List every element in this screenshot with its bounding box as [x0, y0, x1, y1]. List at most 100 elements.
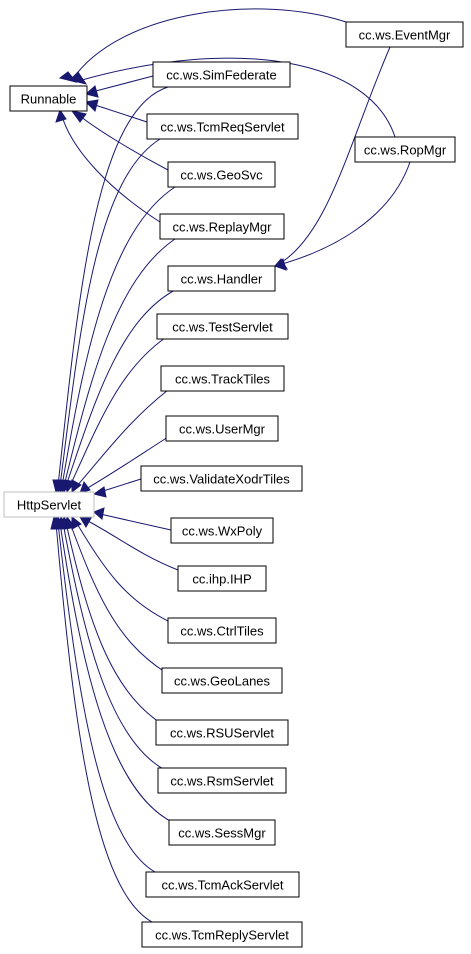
node-box[interactable]	[167, 161, 276, 188]
node-box[interactable]	[152, 61, 291, 88]
node-label: HttpServlet	[17, 498, 82, 513]
edge-line	[63, 238, 176, 487]
arrowhead-icon	[84, 99, 99, 112]
edge-line	[59, 138, 161, 487]
node-box[interactable]	[167, 617, 277, 644]
edge-line	[57, 86, 169, 487]
edges-layer	[50, 8, 411, 923]
edge-ihp-to-httpservlet	[79, 516, 179, 571]
edge-line	[69, 337, 166, 487]
node-box[interactable]	[156, 313, 289, 340]
node-box[interactable]	[160, 365, 285, 392]
node-tcmreplyservlet[interactable]: cc.ws.TcmReplyServlet	[141, 921, 303, 948]
node-box[interactable]	[159, 213, 285, 240]
node-sessmgr[interactable]: cc.ws.SessMgr	[168, 819, 276, 846]
node-label: cc.ws.ValidateXodrTiles	[153, 472, 290, 487]
node-testservlet[interactable]: cc.ws.TestServlet	[156, 313, 289, 340]
node-label: cc.ihp.IHP	[192, 572, 251, 587]
node-eventmgr[interactable]: cc.ws.EventMgr	[345, 21, 464, 48]
edge-line	[69, 522, 166, 673]
edge-line	[61, 186, 176, 487]
edge-line	[71, 8, 347, 81]
node-ihp[interactable]: cc.ihp.IHP	[177, 565, 267, 592]
node-replaymgr[interactable]: cc.ws.ReplayMgr	[159, 213, 285, 240]
node-ropmgr[interactable]: cc.ws.RopMgr	[354, 136, 456, 163]
node-box[interactable]	[177, 565, 267, 592]
node-validatexodrtiles[interactable]: cc.ws.ValidateXodrTiles	[140, 465, 303, 492]
node-box[interactable]	[165, 415, 279, 442]
node-box[interactable]	[170, 517, 274, 544]
edge-geolanes-to-httpservlet	[64, 515, 166, 673]
node-box[interactable]	[140, 465, 303, 492]
edge-line	[65, 522, 163, 725]
node-label: cc.ws.GeoLanes	[174, 674, 271, 689]
edge-line	[75, 389, 169, 488]
node-box[interactable]	[155, 719, 289, 746]
node-tracktiles[interactable]: cc.ws.TrackTiles	[160, 365, 285, 392]
node-simfederate[interactable]: cc.ws.SimFederate	[152, 61, 291, 88]
node-label: cc.ws.GeoSvc	[180, 168, 263, 183]
edge-line	[85, 519, 179, 571]
node-box[interactable]	[157, 767, 287, 794]
node-tcmackservlet[interactable]: cc.ws.TcmAckServlet	[145, 871, 300, 898]
arrowhead-icon	[79, 480, 91, 494]
node-box	[3, 491, 95, 518]
edge-line	[61, 115, 161, 223]
node-wxpoly[interactable]: cc.ws.WxPoly	[170, 517, 274, 544]
node-label: cc.ws.RopMgr	[364, 143, 447, 158]
edge-line	[281, 46, 391, 263]
node-box[interactable]	[354, 136, 456, 163]
node-geolanes[interactable]: cc.ws.GeoLanes	[161, 667, 283, 694]
edge-tcmreplyservlet-to-httpservlet	[50, 515, 153, 923]
node-box[interactable]	[9, 85, 88, 112]
arrowhead-icon	[92, 486, 107, 498]
node-label: cc.ws.TcmAckServlet	[161, 878, 283, 893]
edge-ropmgr-to-handler	[274, 161, 411, 271]
node-usermgr[interactable]: cc.ws.UserMgr	[165, 415, 279, 442]
node-label: cc.ws.RSUServlet	[170, 726, 274, 741]
node-ctrltiles[interactable]: cc.ws.CtrlTiles	[167, 617, 277, 644]
node-label: cc.ws.TrackTiles	[175, 372, 271, 387]
edge-line	[281, 161, 411, 265]
node-label: cc.ws.Handler	[181, 272, 263, 287]
node-httpservlet: HttpServlet	[3, 491, 95, 518]
node-label: cc.ws.SimFederate	[166, 68, 277, 83]
node-box[interactable]	[146, 113, 299, 140]
node-label: cc.ws.CtrlTiles	[180, 624, 264, 639]
arrowhead-icon	[70, 110, 87, 123]
arrowhead-icon	[93, 507, 105, 520]
edge-tracktiles-to-httpservlet	[71, 389, 169, 494]
node-geosvc[interactable]: cc.ws.GeoSvc	[167, 161, 276, 188]
node-label: cc.ws.UserMgr	[179, 422, 266, 437]
edge-line	[91, 75, 154, 93]
node-box[interactable]	[145, 871, 300, 898]
edge-replaymgr-to-runnable	[55, 108, 161, 223]
arrowhead-icon	[55, 108, 67, 123]
arrowhead-icon	[274, 258, 287, 271]
edge-line	[99, 478, 142, 493]
edge-line	[55, 522, 153, 923]
node-handler[interactable]: cc.ws.Handler	[167, 265, 276, 292]
node-box[interactable]	[167, 265, 276, 292]
edge-rsuservlet-to-httpservlet	[60, 515, 163, 725]
arrowhead-icon	[84, 85, 99, 98]
edge-line	[85, 436, 169, 490]
node-box[interactable]	[141, 921, 303, 948]
node-rsuservlet[interactable]: cc.ws.RSUServlet	[155, 719, 289, 746]
node-rsmservlet[interactable]: cc.ws.RsmServlet	[157, 767, 287, 794]
arrowhead-icon	[71, 479, 82, 494]
node-box[interactable]	[161, 667, 283, 694]
node-label: cc.ws.TestServlet	[172, 320, 273, 335]
node-label: cc.ws.EventMgr	[359, 28, 451, 43]
edge-tcmreqservlet-to-runnable	[84, 99, 148, 123]
node-label: cc.ws.TcmReqServlet	[160, 120, 285, 135]
arrowhead-icon	[69, 71, 88, 85]
node-runnable[interactable]: Runnable	[9, 85, 88, 112]
node-box[interactable]	[345, 21, 464, 48]
edge-line	[75, 521, 171, 623]
node-box[interactable]	[168, 819, 276, 846]
node-label: cc.ws.SessMgr	[178, 826, 266, 841]
edge-line	[79, 115, 169, 171]
node-tcmreqservlet[interactable]: cc.ws.TcmReqServlet	[146, 113, 299, 140]
